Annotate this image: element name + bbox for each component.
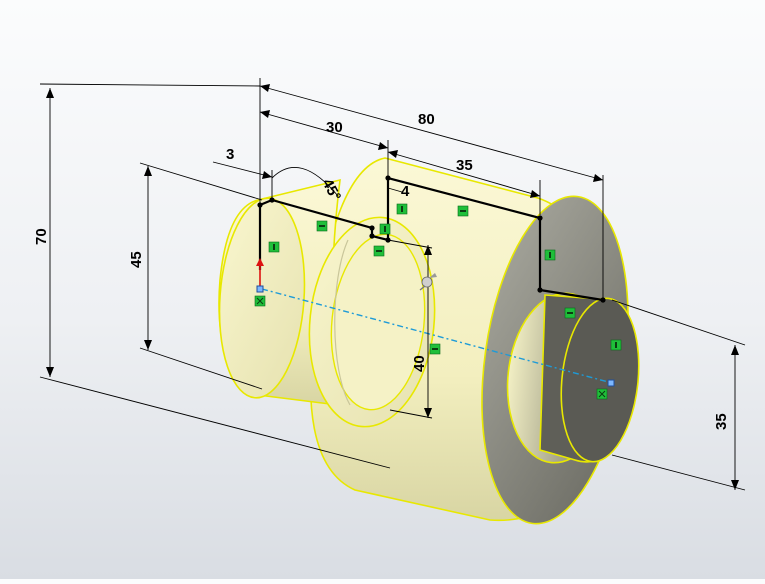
vertical-horizontal-relation-icon xyxy=(379,223,391,235)
sketch-points[interactable] xyxy=(257,175,606,303)
sketch-profile[interactable] xyxy=(258,176,604,302)
vertical-horizontal-relation-icon xyxy=(373,245,385,257)
vertical-horizontal-relation-icon xyxy=(396,203,408,215)
dimension-labels: 70 45 30 80 3 35 4 45° 40 35 xyxy=(33,111,730,430)
rotate-handle-icon[interactable] xyxy=(419,273,437,291)
vertical-horizontal-relation-icon xyxy=(610,339,622,351)
centerline-end-point[interactable] xyxy=(596,379,615,400)
vertical-horizontal-relation-icon xyxy=(268,241,280,253)
dimension-35-right[interactable]: 35 xyxy=(713,413,730,430)
dimension-70[interactable]: 70 xyxy=(33,228,50,245)
groove-shadow xyxy=(334,239,351,406)
vertical-horizontal-relation-icon xyxy=(316,220,328,232)
dimension-80[interactable]: 80 xyxy=(418,111,435,128)
dimension-arrowheads xyxy=(46,84,739,490)
dimension-45-left[interactable]: 45 xyxy=(128,251,145,268)
vertical-horizontal-relation-icon xyxy=(564,307,576,319)
vertical-horizontal-relation-icon xyxy=(429,343,441,355)
relation-badges[interactable] xyxy=(268,203,622,355)
vertical-horizontal-relation-icon xyxy=(457,205,469,217)
dimension-35-top[interactable]: 35 xyxy=(456,157,473,174)
dimension-3[interactable]: 3 xyxy=(226,146,234,163)
axis-centerline[interactable] xyxy=(261,288,613,384)
dimension-30[interactable]: 30 xyxy=(326,119,343,136)
vertical-horizontal-relation-icon xyxy=(544,249,556,261)
origin-icon[interactable] xyxy=(254,258,266,307)
dimension-lines xyxy=(39,78,746,491)
dimension-40[interactable]: 40 xyxy=(411,355,428,372)
dimension-4[interactable]: 4 xyxy=(401,183,410,200)
part-body[interactable] xyxy=(213,157,647,533)
